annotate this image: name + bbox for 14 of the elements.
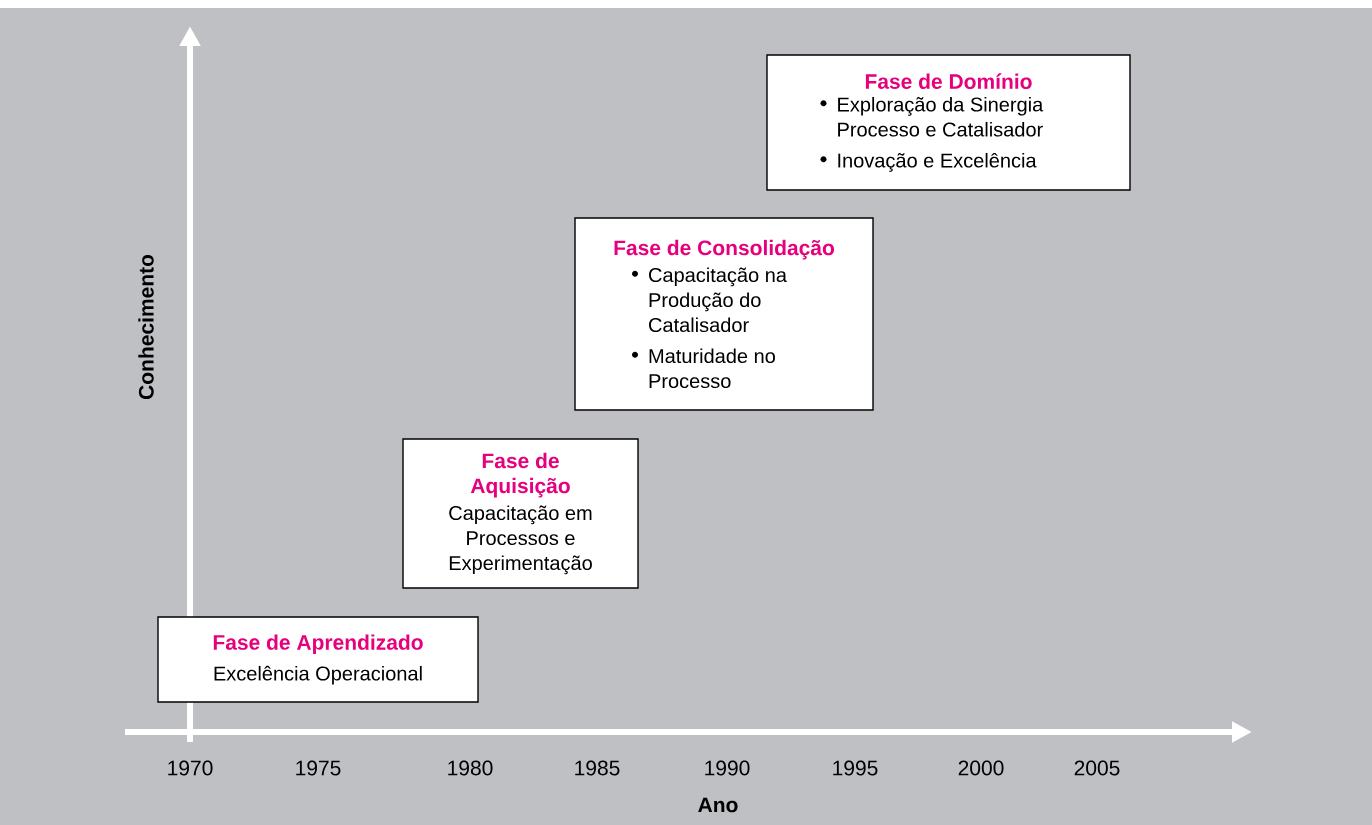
phase-box: Fase de Domínio Exploração da Sinergia Processo e Catalisador Inovação e Excelência: [766, 54, 1131, 191]
axis-title: Ano: [698, 797, 738, 813]
year-label: 1980: [448, 760, 493, 776]
phase-box: Fase de Consolidação Capacitação na Produção do Catalisador Maturidade no Processo: [574, 217, 874, 411]
year-label: 1970: [168, 760, 213, 776]
year-label: 1990: [705, 760, 750, 776]
year-label: 2000: [958, 760, 1004, 776]
year-label: 1975: [296, 760, 341, 776]
year-label: 1995: [833, 760, 878, 776]
phase-box: Fase de Aprendizado Excelência Operacional: [157, 616, 479, 703]
phase-box: Fase de Aquisição Capacitação em Processos e Experimentação: [402, 438, 639, 589]
year-label: 1985: [575, 760, 620, 776]
year-label: 2005: [1074, 760, 1120, 776]
axis-title: Conhecimento: [138, 254, 154, 400]
